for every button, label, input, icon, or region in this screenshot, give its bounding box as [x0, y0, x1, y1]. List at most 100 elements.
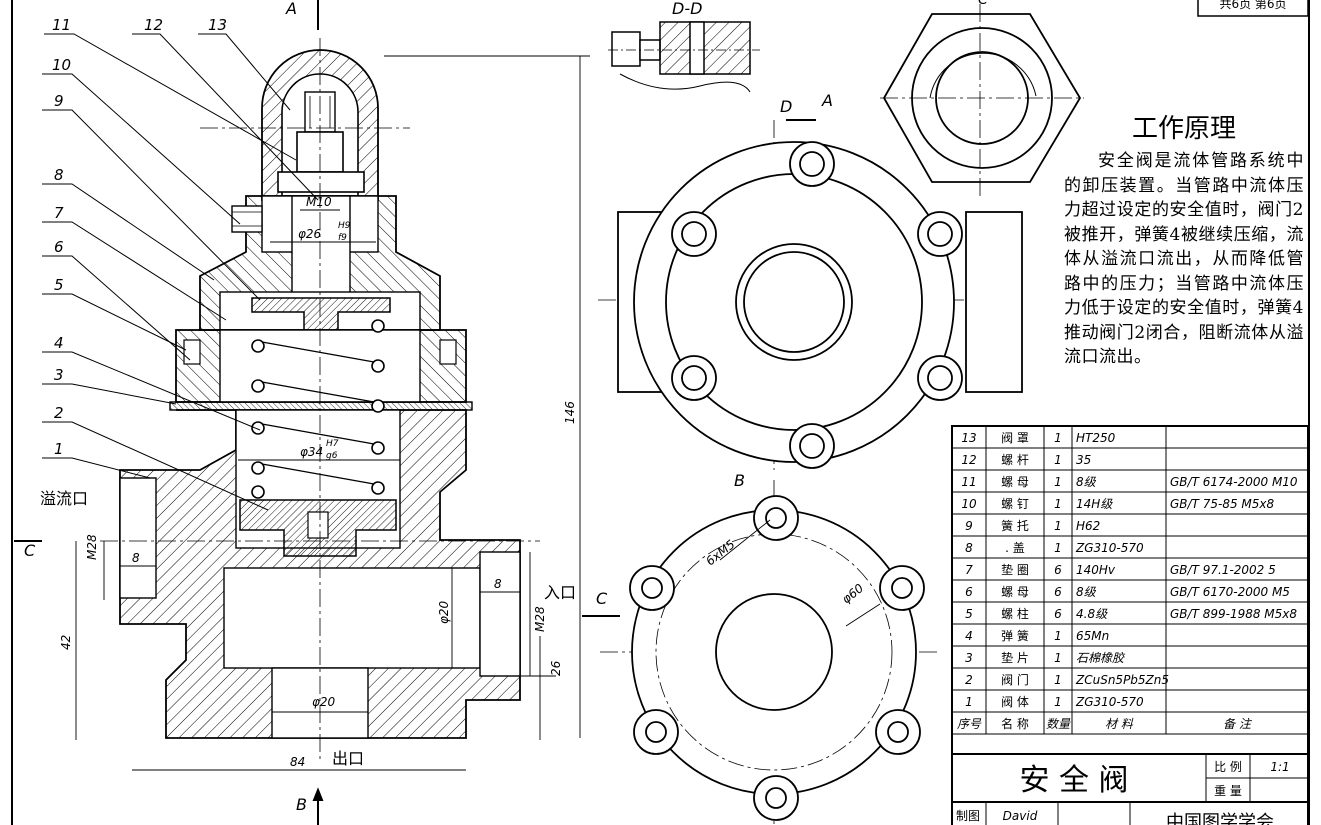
bom-cell-no: 12	[961, 453, 976, 467]
bom-cell-material: 140Hv	[1076, 563, 1116, 577]
view-label-d1: D	[780, 97, 792, 116]
bom-cell-qty: 1	[1054, 673, 1062, 687]
bom-cell-material: 材 料	[1105, 717, 1134, 731]
bom-cell-material: 石棉橡胶	[1076, 651, 1126, 665]
svg-text:M10: M10	[306, 195, 332, 209]
bom-cell-qty: 6	[1054, 607, 1062, 621]
bom-cell-no: 9	[965, 519, 973, 533]
bom-cell-no: 1	[965, 695, 973, 709]
bom-cell-qty: 1	[1054, 651, 1062, 665]
view-label-c-left: C	[24, 541, 36, 560]
dimension-lines	[75, 55, 590, 771]
view-label-c-top: C	[978, 0, 988, 8]
bom-cell-qty: 6	[1054, 563, 1062, 577]
svg-text:8: 8	[494, 577, 502, 591]
svg-text:φ20: φ20	[437, 600, 451, 624]
bom-cell-no: 13	[961, 431, 976, 445]
bom-cell-qty: 1	[1054, 453, 1062, 467]
bom-header-row: 序号名 称数量材 料备 注	[957, 716, 1253, 731]
bom-cell-note: GB/T 899-1988 M5x8	[1170, 607, 1297, 621]
svg-text:13: 13	[208, 16, 227, 34]
page-tag: 共6页 第6页	[1197, 0, 1309, 17]
bom-cell-material: HT250	[1076, 431, 1116, 445]
bom-cell-no: 2	[965, 673, 973, 687]
bom-cell-name: 螺 母	[1001, 475, 1029, 489]
section-dd-view	[608, 21, 760, 93]
bom-cell-qty: 1	[1054, 431, 1062, 445]
bottom-view-b	[629, 495, 925, 821]
inlet-port-label: 入口	[544, 583, 576, 602]
bom-cell-name: 螺 钉	[1001, 497, 1029, 511]
bom-cell-no: 6	[965, 585, 973, 599]
svg-text:6: 6	[54, 238, 64, 256]
spring	[251, 319, 385, 499]
bom-cell-name: 阀 罩	[1001, 431, 1029, 445]
bom-cell-name: . 盖	[1005, 541, 1025, 555]
scale-label: 比 例	[1214, 760, 1242, 774]
part-leaders	[42, 33, 319, 511]
svg-text:φ26: φ26	[298, 227, 322, 241]
bom-cell-note: 备 注	[1223, 717, 1253, 731]
view-label-b: B	[296, 795, 307, 814]
dimension-texts: M10 φ26 H9 f9 φ34 H7 g6 8 8 84 φ20 M28 M…	[59, 195, 577, 769]
bom-cell-material: 35	[1076, 453, 1091, 467]
svg-text:f9: f9	[338, 233, 347, 243]
svg-text:8: 8	[54, 166, 64, 184]
svg-text:9: 9	[54, 92, 64, 110]
svg-text:M28: M28	[85, 534, 99, 560]
svg-text:2: 2	[54, 404, 64, 422]
bom-cell-name: 垫 圈	[1001, 562, 1029, 577]
svg-text:42: 42	[59, 635, 73, 650]
view-label-a: A	[285, 0, 297, 18]
bom-cell-note: GB/T 97.1-2002 5	[1170, 563, 1276, 577]
bom-cell-no: 11	[961, 475, 976, 489]
bom-cell-qty: 6	[1054, 585, 1062, 599]
principle-title: 工作原理	[1131, 114, 1236, 144]
bom-cell-no: 8	[965, 541, 973, 555]
working-principle: 工作原理 安全阀是流体管路系统中的卸压装置。当管路中流体压力超过设定的安全值时，…	[1064, 108, 1304, 370]
bom-cell-qty: 1	[1054, 695, 1062, 709]
svg-text:φ34: φ34	[300, 445, 323, 459]
bom-cell-material: ZG310-570	[1075, 695, 1144, 709]
top-view-a	[617, 141, 1023, 469]
bom-cell-name: 弹 簧	[1001, 628, 1029, 643]
view-label-c-mid: C	[596, 589, 608, 608]
bom-row: 12 螺 杆 1 35	[961, 453, 1091, 467]
view-label-dd: D-D	[672, 0, 702, 18]
bom-cell-qty: 1	[1054, 541, 1062, 555]
overflow-port-label: 溢流口	[40, 489, 88, 508]
bolt-lugs-b	[629, 495, 925, 821]
bom-cell-name: 螺 杆	[1001, 453, 1029, 467]
bom-cell-no: 10	[961, 497, 977, 511]
bolt-holes-a	[671, 141, 963, 469]
svg-text:5: 5	[54, 276, 64, 294]
part-numbers: 11 12 13 10 9 8 7 6 5 4 3 2 1	[52, 16, 227, 458]
bom-cell-no: 7	[965, 563, 973, 577]
bom-cell-name: 簧 托	[1001, 518, 1029, 533]
svg-text:φ20: φ20	[312, 695, 336, 709]
bom-cell-material: 65Mn	[1076, 629, 1109, 643]
hex-view-c	[882, 13, 1082, 183]
svg-text:共6页 第6页: 共6页 第6页	[1219, 0, 1286, 11]
svg-text:3: 3	[54, 366, 64, 384]
svg-text:11: 11	[52, 16, 71, 34]
bom-row: 7 垫 圈 6 140Hv GB/T 97.1-2002 5	[965, 562, 1276, 577]
bom-cell-no: 5	[965, 607, 973, 621]
svg-text:g6: g6	[326, 451, 338, 461]
bom-cell-qty: 1	[1054, 475, 1062, 489]
organization: 中国图学学会	[1166, 812, 1274, 825]
svg-text:H9: H9	[338, 221, 351, 231]
svg-text:4: 4	[54, 334, 64, 352]
bom-cell-material: 14H级	[1076, 497, 1113, 511]
bom-table	[951, 425, 1309, 825]
bom-cell-no: 3	[965, 651, 973, 665]
